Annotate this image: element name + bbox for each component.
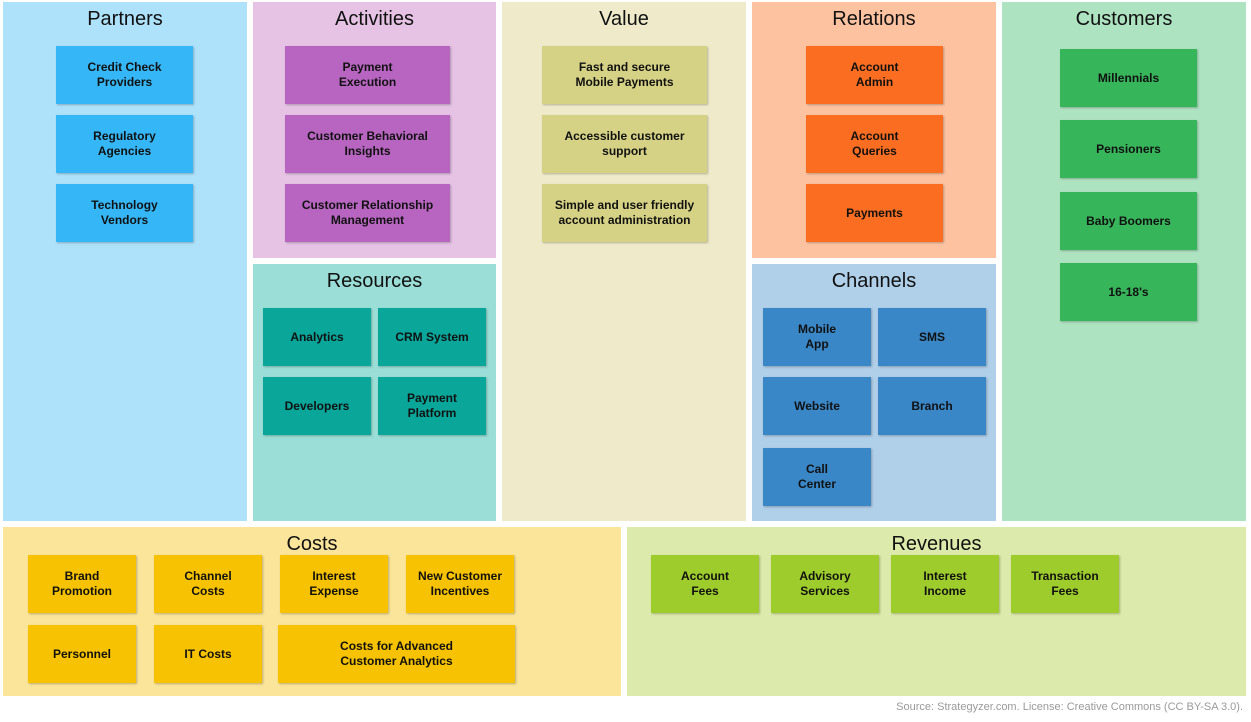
value-title: Value — [599, 8, 649, 30]
channel-card: Mobile App — [763, 308, 871, 366]
costs-title: Costs — [286, 533, 338, 555]
value-card: Simple and user friendly account adminis… — [542, 184, 707, 242]
partner-card: Regulatory Agencies — [56, 115, 193, 173]
partner-card: Technology Vendors — [56, 184, 193, 242]
cost-card: IT Costs — [154, 625, 262, 683]
cost-card: New Customer Incentives — [406, 555, 514, 613]
customer-card: 16-18's — [1060, 263, 1197, 321]
partners-panel: Partners Credit Check Providers Regulato… — [3, 2, 247, 521]
cost-card: Brand Promotion — [28, 555, 136, 613]
source-credit: Source: Strategyzer.com. License: Creati… — [896, 701, 1243, 713]
channel-card: Call Center — [763, 448, 871, 506]
cost-card: Costs for Advanced Customer Analytics — [278, 625, 515, 683]
revenues-title: Revenues — [891, 533, 982, 555]
costs-panel: Costs Brand Promotion Channel Costs Inte… — [3, 527, 621, 696]
customer-card: Baby Boomers — [1060, 192, 1197, 250]
customers-panel: Customers Millennials Pensioners Baby Bo… — [1002, 2, 1246, 521]
activities-panel: Activities Payment Execution Customer Be… — [253, 2, 496, 258]
cost-card: Channel Costs — [154, 555, 262, 613]
channels-title: Channels — [831, 270, 917, 292]
resources-title: Resources — [326, 270, 423, 292]
relation-card: Payments — [806, 184, 943, 242]
channel-card: Branch — [878, 377, 986, 435]
channel-card: Website — [763, 377, 871, 435]
relation-card: Account Queries — [806, 115, 943, 173]
revenue-card: Account Fees — [651, 555, 759, 613]
customers-title: Customers — [1075, 8, 1173, 30]
activity-card: Payment Execution — [285, 46, 450, 104]
customer-card: Millennials — [1060, 49, 1197, 107]
revenue-card: Transaction Fees — [1011, 555, 1119, 613]
cost-card: Personnel — [28, 625, 136, 683]
activity-card: Customer Behavioral Insights — [285, 115, 450, 173]
partners-title: Partners — [87, 8, 163, 30]
channels-panel: Channels Mobile App SMS Website Branch C… — [752, 264, 996, 521]
relation-card: Account Admin — [806, 46, 943, 104]
resource-card: Developers — [263, 377, 371, 435]
revenues-panel: Revenues Account Fees Advisory Services … — [627, 527, 1246, 696]
revenue-card: Advisory Services — [771, 555, 879, 613]
resource-card: CRM System — [378, 308, 486, 366]
resource-card: Analytics — [263, 308, 371, 366]
resource-card: Payment Platform — [378, 377, 486, 435]
relations-panel: Relations Account Admin Account Queries … — [752, 2, 996, 258]
customer-card: Pensioners — [1060, 120, 1197, 178]
value-panel: Value Fast and secure Mobile Payments Ac… — [502, 2, 746, 521]
relations-title: Relations — [832, 8, 916, 30]
cost-card: Interest Expense — [280, 555, 388, 613]
revenue-card: Interest Income — [891, 555, 999, 613]
value-card: Fast and secure Mobile Payments — [542, 46, 707, 104]
activity-card: Customer Relationship Management — [285, 184, 450, 242]
partner-card: Credit Check Providers — [56, 46, 193, 104]
resources-panel: Resources Analytics CRM System Developer… — [253, 264, 496, 521]
activities-title: Activities — [335, 8, 414, 30]
channel-card: SMS — [878, 308, 986, 366]
value-card: Accessible customer support — [542, 115, 707, 173]
